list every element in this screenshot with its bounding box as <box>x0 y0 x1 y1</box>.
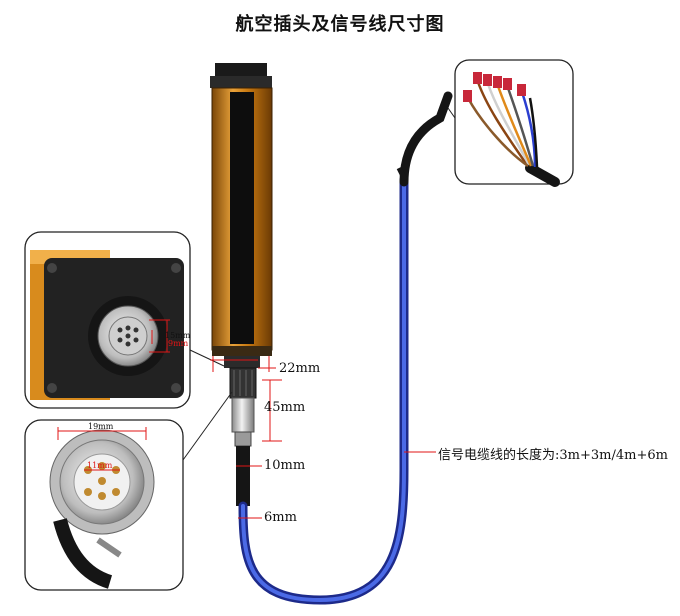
connector-face-inset <box>24 231 225 409</box>
dim-plug-pin: 11mm <box>87 461 113 470</box>
plug-inset <box>24 391 233 591</box>
cable-length-label: 信号电缆线的长度为:3m+3m/4m+6m <box>438 448 668 463</box>
signal-cable <box>236 91 453 605</box>
wire-ends-inset <box>447 59 574 187</box>
dim-cable-thin: 6mm <box>264 510 297 525</box>
dim-face-pin: 9mm <box>168 339 189 348</box>
dim-connector-length: 45mm <box>264 400 306 415</box>
dim-plug-width: 19mm <box>88 422 114 431</box>
sensor-bar <box>210 63 273 368</box>
connector-nut <box>229 367 257 447</box>
dim-face-height: 15mm <box>165 331 191 340</box>
page-title: 航空插头及信号线尺寸图 <box>235 14 445 35</box>
dim-cable-thick: 10mm <box>264 458 306 473</box>
dimension-lines <box>210 356 436 519</box>
dim-connector-width: 22mm <box>279 361 321 376</box>
